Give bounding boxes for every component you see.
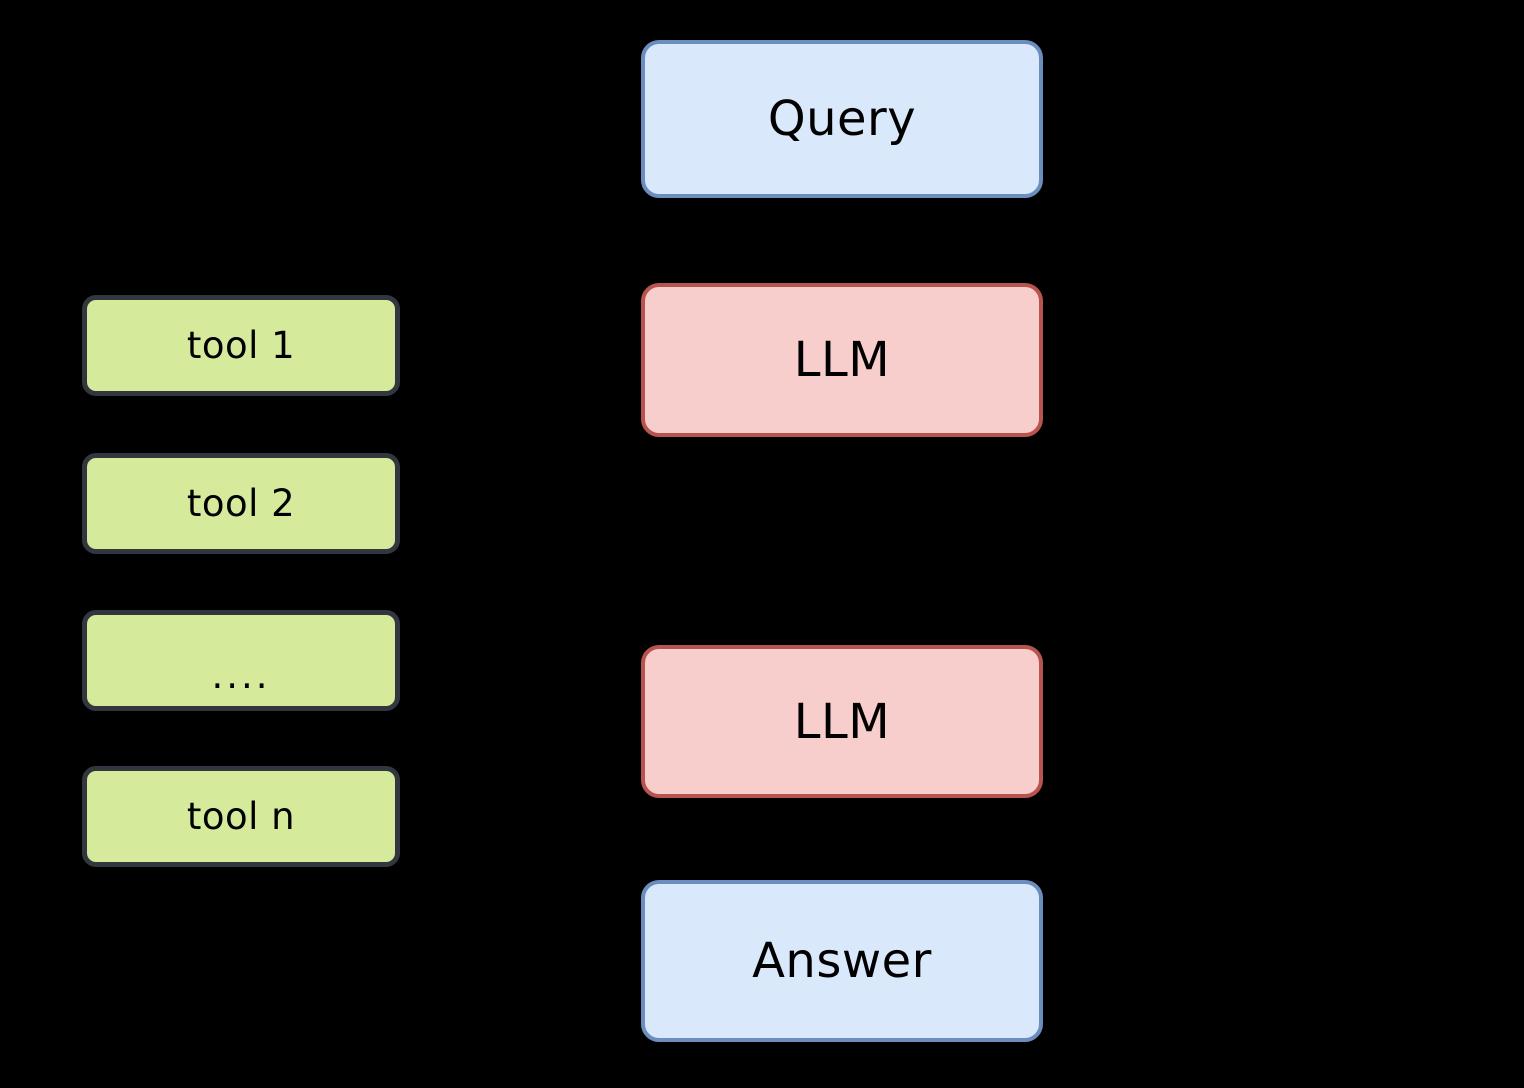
tool-node-1[interactable]: tool 1 <box>82 295 400 396</box>
tool-node-2-label: tool 2 <box>186 482 296 525</box>
answer-node[interactable]: Answer <box>641 880 1043 1042</box>
query-node-label: Query <box>767 91 917 147</box>
query-node[interactable]: Query <box>641 40 1043 198</box>
tool-node-n-label: tool n <box>186 795 296 838</box>
tool-node-2[interactable]: tool 2 <box>82 453 400 554</box>
llm-node-2[interactable]: LLM <box>641 645 1043 798</box>
tool-node-n[interactable]: tool n <box>82 766 400 867</box>
llm-node-2-label: LLM <box>793 693 891 750</box>
tool-node-ellipsis[interactable]: .... <box>82 610 400 711</box>
tool-node-1-label: tool 1 <box>186 324 296 367</box>
llm-node-1[interactable]: LLM <box>641 283 1043 437</box>
tool-node-ellipsis-label: .... <box>211 654 271 697</box>
llm-node-1-label: LLM <box>793 332 891 388</box>
answer-node-label: Answer <box>752 933 932 989</box>
